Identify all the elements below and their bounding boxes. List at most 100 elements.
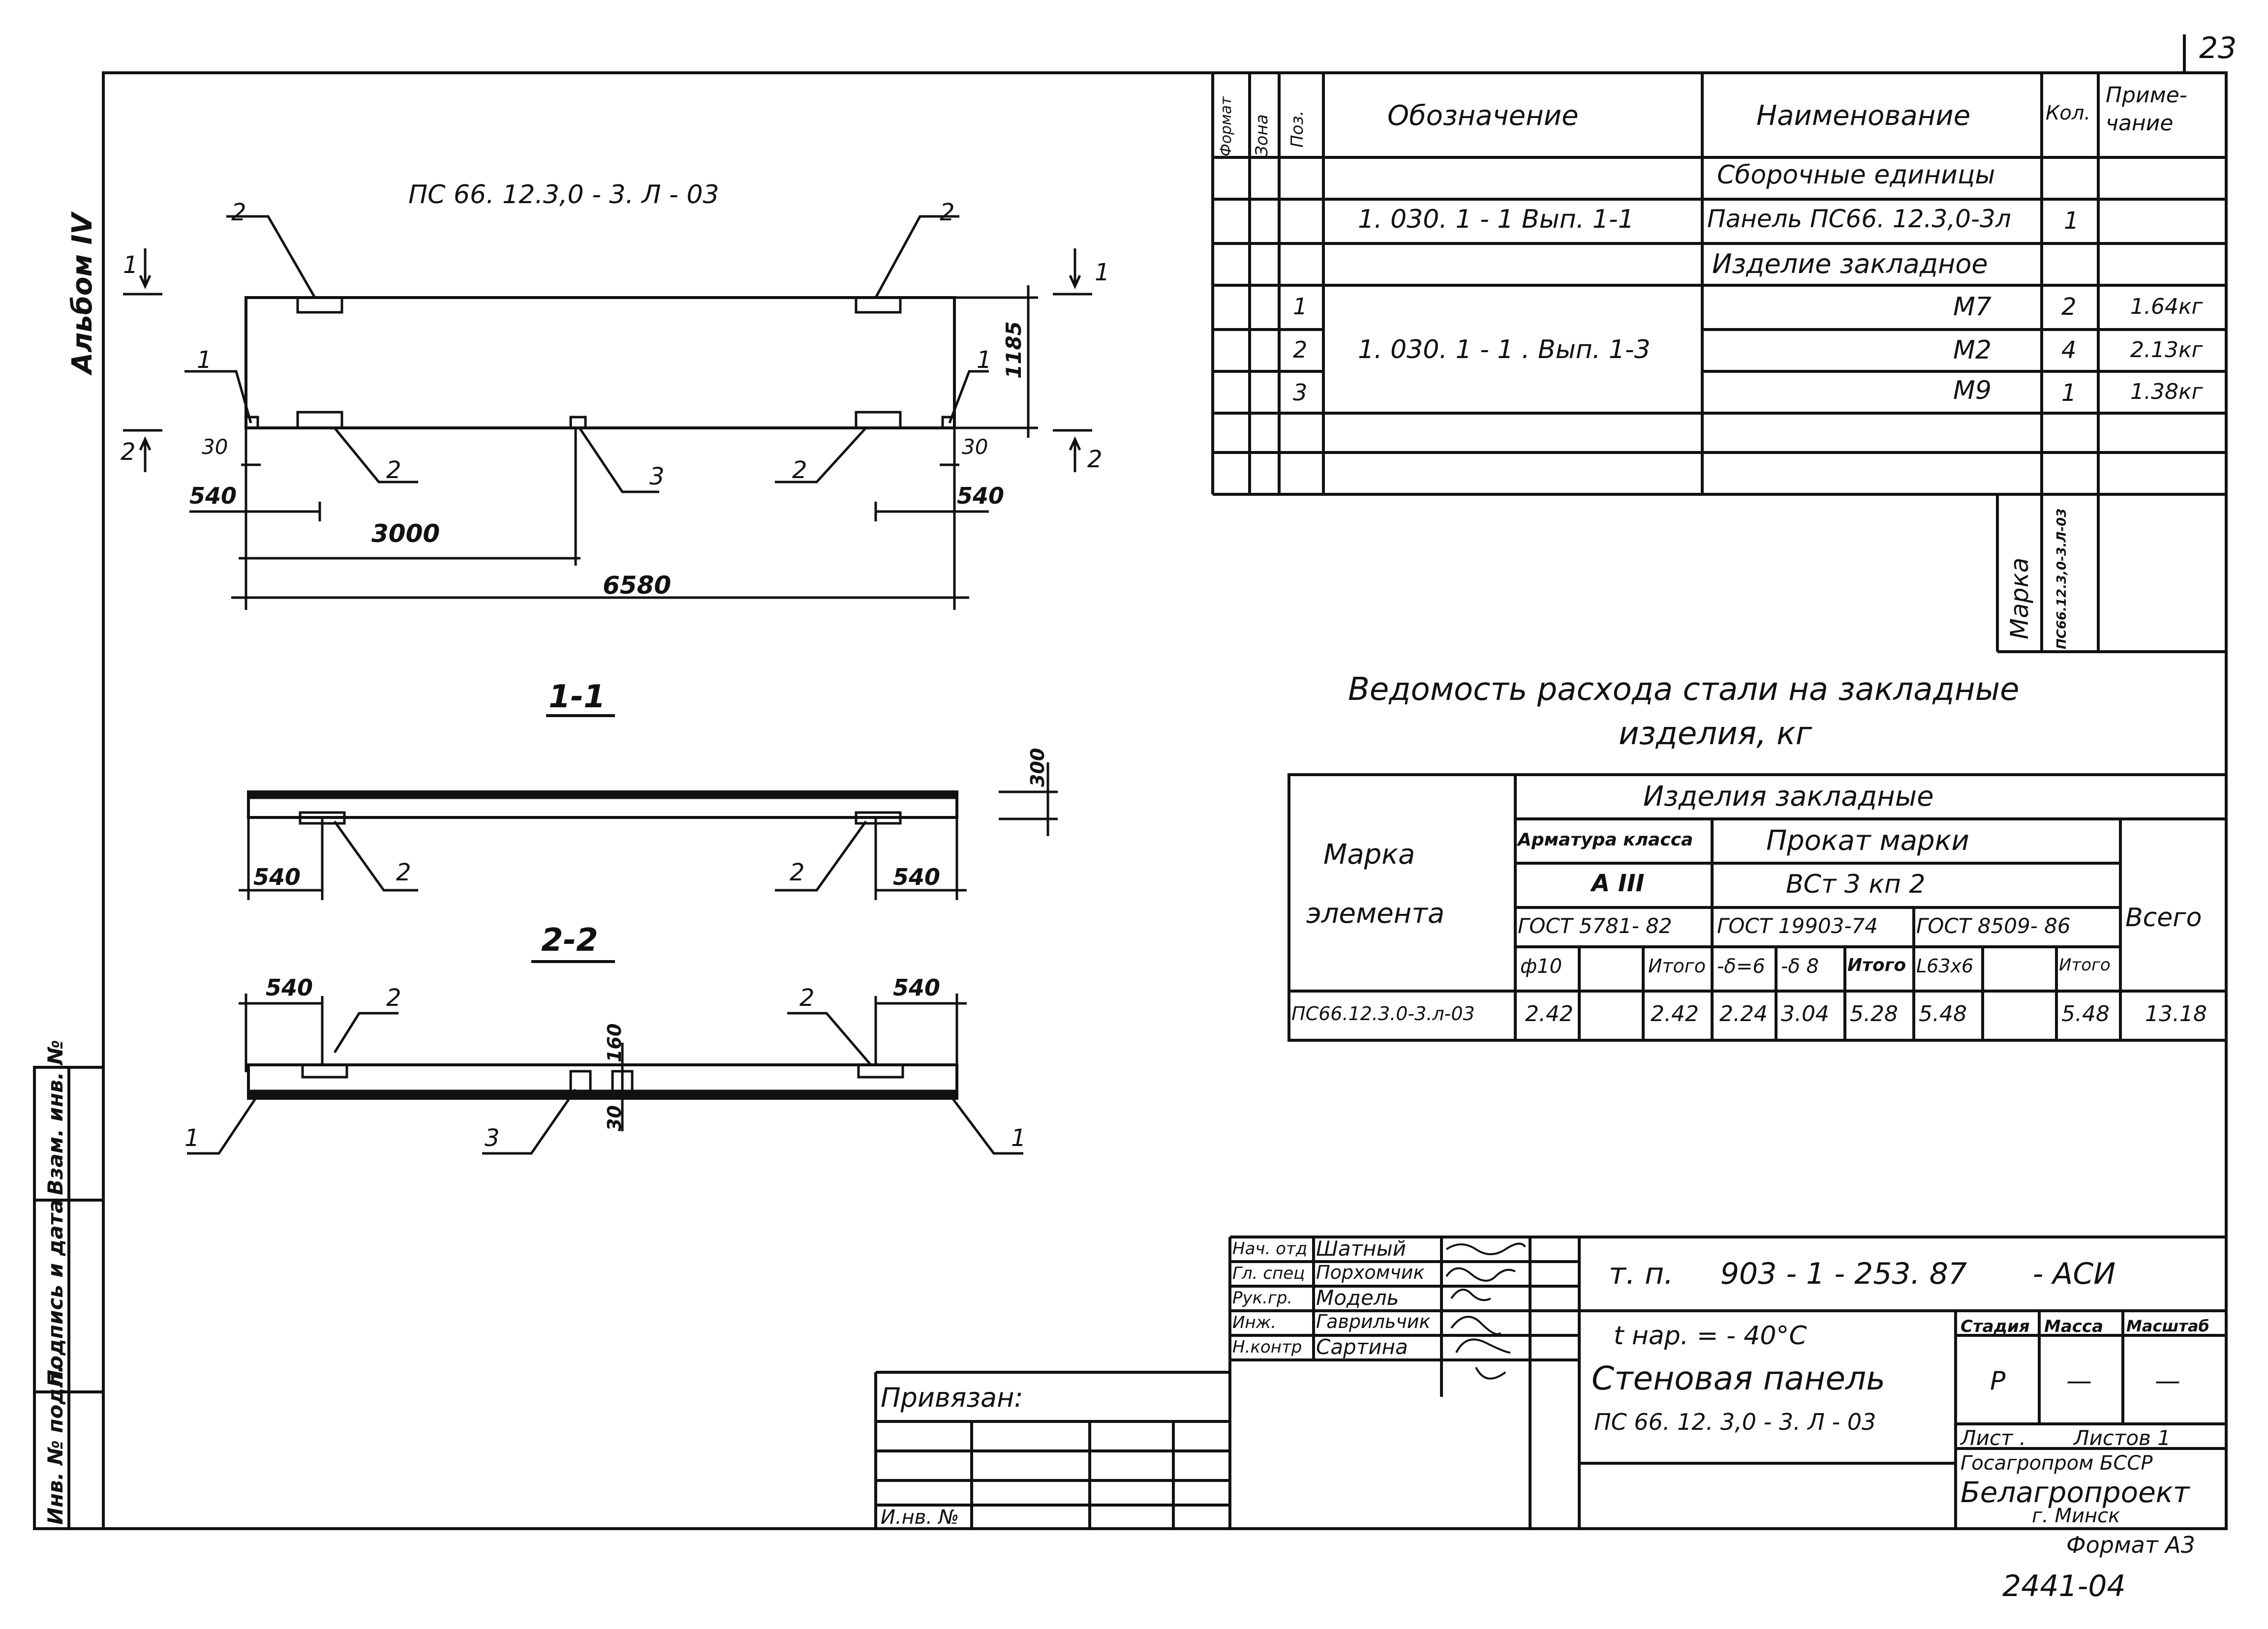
spec-row-pos: 1: [1293, 293, 1308, 320]
steel-sub-header: L63х6: [1916, 955, 1974, 977]
section-title-1-1: 1-1: [549, 679, 606, 715]
stamp-replaced-inv: Взам. инв. №: [43, 1040, 67, 1195]
page-number: 23: [2199, 31, 2237, 65]
spec-marka-value: ПС66.12.3,0-3.Л-03: [2054, 508, 2069, 649]
steel-cell: 5.48: [1919, 1001, 1967, 1026]
section-marker-2: 2: [121, 438, 136, 466]
role-label: Гл. спец: [1232, 1264, 1305, 1283]
spec-row-qty: 1: [2061, 379, 2077, 407]
inventory-label: И.нв. №: [881, 1506, 959, 1529]
callout-2: 2: [386, 984, 401, 1012]
spec-row-pos: 2: [1293, 336, 1308, 363]
spec-panel-designation: 1. 030. 1 - 1 Вып. 1-1: [1358, 205, 1634, 234]
spec-row-note: 2.13кг: [2130, 337, 2203, 362]
steel-table-title-2: изделия, кг: [1619, 716, 1812, 752]
spec-row-name: М9: [1953, 376, 1992, 405]
spec-row-qty: 2: [2061, 293, 2077, 321]
spec-row-note: 1.64кг: [2130, 294, 2203, 319]
callout-1: 1: [1011, 1124, 1026, 1152]
stage-value: Р: [1990, 1366, 2006, 1396]
dim-30: 30: [202, 435, 228, 459]
dim-540: 540: [893, 864, 941, 890]
design-temperature: t нар. = - 40°С: [1614, 1321, 1807, 1351]
steel-cell: 5.48: [2061, 1001, 2110, 1026]
steel-sub-header: -δ 8: [1781, 955, 1819, 978]
callout-2: 2: [396, 859, 411, 886]
steel-sub-header: Итого: [1648, 955, 1706, 977]
steel-header-total: Всего: [2125, 903, 2202, 933]
steel-sub-header: Итого: [1847, 955, 1906, 975]
sheet-title: Стеновая панель: [1592, 1359, 1886, 1397]
callout-3: 3: [485, 1124, 500, 1152]
spec-header-name: Наименование: [1756, 100, 1971, 132]
stamp-signature-date: Подпись и дата: [43, 1199, 67, 1387]
stage-header: Стадия: [1961, 1317, 2030, 1336]
spec-header-zone: Зона: [1252, 114, 1272, 156]
steel-row-mark: ПС66.12.3.0-3.л-03: [1291, 1003, 1475, 1025]
steel-sub-header: ф10: [1520, 955, 1563, 978]
steel-header-items: Изделия закладные: [1643, 781, 1934, 813]
role-name: Шатный: [1316, 1237, 1407, 1261]
callout-2: 2: [790, 859, 805, 886]
role-name: Порхомчик: [1316, 1262, 1425, 1283]
document-code: т. п. 903 - 1 - 253. 87 - АСИ: [1609, 1257, 2116, 1291]
scale-value: —: [2155, 1366, 2180, 1396]
dim-540: 540: [957, 483, 1005, 509]
steel-cell: 3.04: [1781, 1001, 1829, 1026]
role-name: Сартина: [1316, 1335, 1408, 1359]
steel-header-element: элемента: [1306, 898, 1445, 930]
steel-header-rebar: Арматура класса: [1518, 830, 1693, 850]
bottom-code: 2441-04: [2002, 1569, 2126, 1603]
spec-row-qty: 4: [2061, 336, 2077, 364]
callout-2: 2: [386, 456, 401, 484]
section-marker-2: 2: [1087, 446, 1103, 473]
section-2-2-view: [187, 960, 1023, 1155]
format-label: Формат А3: [2066, 1532, 2195, 1558]
org-name: Белагропроект: [1961, 1476, 2190, 1509]
steel-header-vst: ВСт 3 кп 2: [1786, 870, 1926, 899]
panel-plan-view: [123, 215, 1092, 610]
callout-2: 2: [792, 456, 807, 484]
dim-300: 300: [1027, 748, 1048, 787]
dim-3000: 3000: [371, 519, 440, 548]
spec-header-qty: Кол.: [2046, 102, 2091, 124]
section-marker-1: 1: [1095, 259, 1110, 286]
panel-mark-label: ПС 66. 12.3,0 - 3. Л - 03: [408, 180, 719, 210]
role-label: Нач. отд: [1232, 1239, 1308, 1259]
spec-row-name: М7: [1953, 292, 1992, 322]
steel-cell: 2.42: [1651, 1001, 1699, 1026]
spec-group-designation: 1. 030. 1 - 1 . Вып. 1-3: [1358, 335, 1651, 364]
dim-160: 160: [604, 1023, 625, 1062]
steel-row-total: 13.18: [2145, 1001, 2207, 1026]
role-label: Н.контр: [1232, 1337, 1302, 1357]
dim-540: 540: [189, 483, 237, 509]
section-title-2-2: 2-2: [541, 922, 598, 959]
bound-label: Привязан:: [881, 1382, 1023, 1413]
album-label: Альбом IV: [66, 213, 98, 374]
role-name: Модель: [1316, 1286, 1399, 1310]
callout-2: 2: [799, 984, 815, 1012]
mass-value: —: [2066, 1366, 2092, 1396]
spec-section-assembly: Сборочные единицы: [1717, 160, 1995, 190]
org-parent: Госагропром БССР: [1961, 1452, 2153, 1475]
dim-540: 540: [893, 974, 941, 1001]
sheets-count: Листов 1: [2074, 1426, 2171, 1450]
steel-header-rolled: Прокат марки: [1766, 825, 1969, 857]
section-marker-1: 1: [123, 251, 138, 279]
steel-header-mark: Марка: [1323, 839, 1415, 871]
dim-540: 540: [266, 974, 313, 1001]
callout-1: 1: [977, 346, 992, 374]
role-label: Рук.гр.: [1232, 1288, 1293, 1308]
steel-cell: 5.28: [1850, 1001, 1898, 1026]
steel-header-gost-19903: ГОСТ 19903-74: [1717, 914, 1878, 938]
steel-cell: 2.42: [1525, 1001, 1573, 1026]
dim-30: 30: [604, 1105, 625, 1131]
spec-panel-qty: 1: [2064, 207, 2079, 235]
dim-540: 540: [253, 864, 301, 890]
spec-header-designation: Обозначение: [1387, 100, 1579, 132]
callout-1: 1: [184, 1124, 200, 1152]
stamp-inv-original: Инв. № подл.: [43, 1365, 67, 1525]
spec-panel-name: Панель ПС66. 12.3,0-3л: [1707, 205, 2011, 233]
mass-header: Масса: [2044, 1317, 2104, 1336]
dim-6580: 6580: [603, 571, 672, 600]
